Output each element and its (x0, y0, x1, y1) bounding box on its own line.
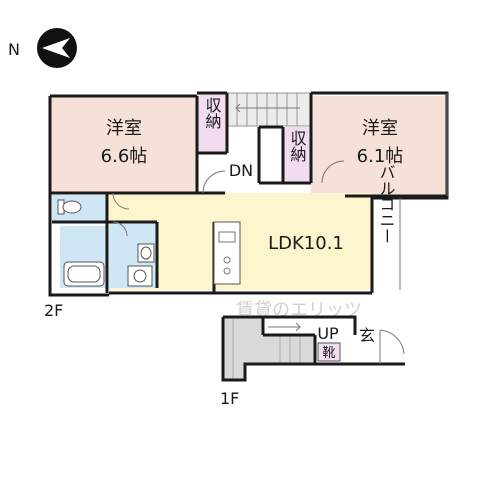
stairs-1f (223, 317, 315, 380)
storage-right (283, 127, 311, 183)
balcony-label: バルコニー (377, 164, 396, 244)
storage-left (197, 93, 227, 153)
bathtub-icon (63, 261, 105, 287)
floor-2f-label: 2F (44, 301, 63, 320)
western-room-left-name: 洋室 (106, 118, 142, 139)
storage-right-label: 収納 (288, 130, 307, 163)
kitchen-counter (213, 221, 241, 285)
shoe-box (317, 342, 341, 362)
ldk-label: LDK10.1 (268, 233, 344, 254)
western-room-right-size: 6.1帖 (357, 146, 404, 167)
stairs-up-label: UP (317, 324, 339, 343)
western-room-left-size: 6.6帖 (101, 146, 148, 167)
entrance-label: 玄 (359, 326, 375, 345)
wall-details-2f (112, 93, 448, 290)
western-room-right (311, 96, 447, 196)
compass-arrow-icon (37, 28, 77, 68)
western-room-right-name: 洋室 (362, 118, 398, 139)
storage-left-label: 収納 (203, 97, 222, 130)
toilet-icon (57, 199, 82, 215)
north-label: N (8, 40, 20, 59)
balcony (372, 198, 400, 290)
walls-2f (48, 91, 449, 297)
stairs-2f (226, 92, 312, 127)
washbasin-icon (137, 243, 155, 263)
stairs-down-label: DN (229, 161, 253, 180)
western-room-left (50, 96, 197, 193)
walls-1f (221, 315, 405, 382)
floor-1f-label: 1F (220, 389, 239, 408)
shoe-box-label: 靴 (322, 346, 335, 361)
entrance-door (379, 329, 405, 364)
washer-icon (127, 265, 153, 287)
